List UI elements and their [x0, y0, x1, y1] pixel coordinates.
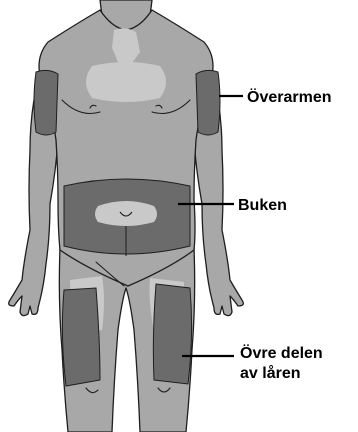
- right-upper-arm-zone: [196, 70, 220, 135]
- label-upper-arm: Överarmen: [247, 87, 332, 106]
- labels: Överarmen Buken Övre delen av låren: [238, 87, 332, 382]
- left-upper-arm-zone: [34, 70, 58, 135]
- label-abdomen: Buken: [238, 197, 287, 214]
- navel-highlight: [95, 201, 157, 226]
- chest-highlight: [86, 62, 166, 102]
- left-thigh-zone: [62, 288, 100, 386]
- label-thigh-line-1: Övre delen: [240, 343, 323, 362]
- label-thigh-line-2: av låren: [240, 364, 300, 382]
- right-thigh-zone: [153, 284, 191, 384]
